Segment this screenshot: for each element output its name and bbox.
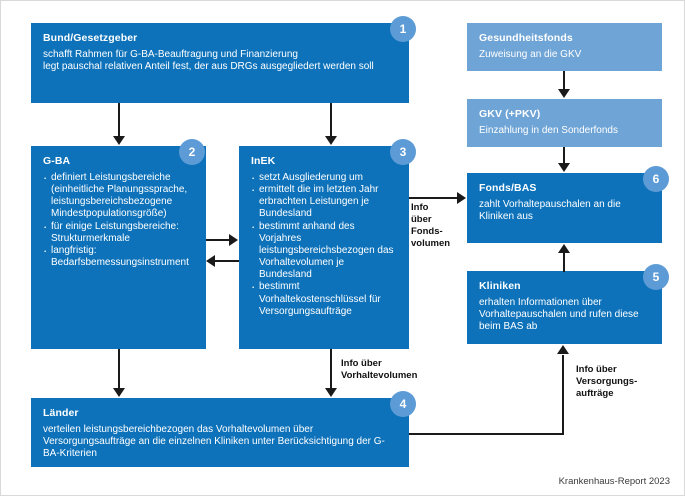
arrowhead-laender-to-kliniken (557, 345, 569, 354)
node-gba-bullet-3: langfristig: Bedarfsbemessungsinstrument (43, 244, 194, 269)
node-bund-line-2: legt pauschal relativen Anteil fest, der… (43, 60, 374, 72)
connector-gba-to-laender (118, 349, 120, 389)
badge-1: 1 (390, 16, 416, 42)
node-gesundheitsfonds-title: Gesundheitsfonds (479, 32, 573, 44)
arrowhead-gba-to-laender (113, 388, 125, 397)
node-gkv-body: Einzahlung in den Sonderfonds (479, 124, 618, 136)
node-bund-gesetzgeber[interactable]: Bund/Gesetzgeber schafft Rahmen für G-BA… (31, 23, 409, 103)
node-fonds-bas-title: Fonds/BAS (479, 182, 537, 194)
node-gkv-title: GKV (+PKV) (479, 108, 541, 120)
node-bund-title: Bund/Gesetzgeber (43, 32, 138, 44)
connector-kliniken-to-fonds (563, 253, 565, 272)
arrowhead-gba-to-inek (229, 234, 238, 246)
node-gba-bullets: definiert Leistungsbereiche (einheitlich… (43, 171, 194, 270)
node-inek-bullet-2: ermittelt die im letzten Jahr erbrachten… (251, 183, 397, 221)
arrowhead-inek-to-laender (325, 388, 337, 397)
connector-inek-to-laender (330, 349, 332, 389)
node-gkv[interactable]: GKV (+PKV) Einzahlung in den Sonderfonds (467, 99, 662, 147)
connector-gkv-to-fonds (563, 147, 565, 164)
node-gba-title: G-BA (43, 155, 71, 167)
badge-6: 6 (643, 166, 669, 192)
arrowhead-gesundheitsfonds-to-gkv (558, 89, 570, 98)
arrowhead-inek-to-fonds (457, 192, 466, 204)
node-inek[interactable]: InEK setzt Ausgliederung um ermittelt di… (239, 146, 409, 349)
node-inek-bullet-1: setzt Ausgliederung um (251, 171, 397, 184)
connector-bund-to-inek (330, 103, 332, 137)
node-laender-title: Länder (43, 407, 79, 419)
arrowhead-bund-to-inek (325, 136, 337, 145)
connector-bund-to-gba (118, 103, 120, 137)
connector-laender-to-kliniken-horizontal (409, 433, 564, 435)
badge-2: 2 (179, 139, 205, 165)
node-gba-bullet-1: definiert Leistungsbereiche (einheitlich… (43, 171, 194, 221)
badge-3: 3 (390, 139, 416, 165)
arrowhead-kliniken-to-fonds (558, 244, 570, 253)
connector-inek-to-fonds (409, 197, 459, 199)
node-kliniken-title: Kliniken (479, 280, 521, 292)
badge-5: 5 (643, 264, 669, 290)
connector-gesundheitsfonds-to-gkv (563, 71, 565, 90)
node-inek-bullets: setzt Ausgliederung um ermittelt die im … (251, 171, 397, 318)
node-laender-body: verteilen leistungsbereichbezogen das Vo… (43, 423, 385, 460)
connector-laender-to-kliniken-vertical (562, 355, 564, 434)
node-gesundheitsfonds[interactable]: Gesundheitsfonds Zuweisung an die GKV (467, 23, 662, 71)
edge-label-info-versorgungsauftraege: Info über Versorgungs- aufträge (576, 364, 638, 400)
arrowhead-inek-to-gba (206, 255, 215, 267)
edge-label-info-fondsvolumen: Info über Fonds- volumen (411, 202, 451, 250)
node-gba-bullet-2: für einige Leistungsbereiche: Strukturme… (43, 220, 194, 245)
node-fonds-bas-body: zahlt Vorhaltepauschalen an die Kliniken… (479, 198, 621, 222)
node-laender[interactable]: Länder verteilen leistungsbereichbezogen… (31, 398, 409, 467)
badge-4: 4 (390, 391, 416, 417)
node-fonds-bas[interactable]: Fonds/BAS zahlt Vorhaltepauschalen an di… (467, 173, 662, 243)
figure-caption: Krankenhaus-Report 2023 (558, 476, 670, 487)
node-inek-bullet-4: bestimmt Vorhaltekostenschlüssel für Ver… (251, 280, 397, 318)
node-kliniken-body: erhalten Informationen über Vorhaltepaus… (479, 296, 639, 333)
node-kliniken[interactable]: Kliniken erhalten Informationen über Vor… (467, 271, 662, 344)
arrowhead-bund-to-gba (113, 136, 125, 145)
connector-inek-to-gba (214, 260, 239, 262)
connector-gba-to-inek (206, 239, 230, 241)
edge-label-info-vorhaltevolumen: Info über Vorhaltevolumen (341, 358, 418, 382)
node-inek-title: InEK (251, 155, 276, 167)
arrowhead-gkv-to-fonds (558, 163, 570, 172)
node-bund-line-1: schafft Rahmen für G-BA-Beauftragung und… (43, 48, 298, 60)
node-inek-bullet-3: bestimmt anhand des Vorjahres leistungsb… (251, 220, 397, 282)
node-gba[interactable]: G-BA definiert Leistungsbereiche (einhei… (31, 146, 206, 349)
node-gesundheitsfonds-body: Zuweisung an die GKV (479, 48, 582, 60)
